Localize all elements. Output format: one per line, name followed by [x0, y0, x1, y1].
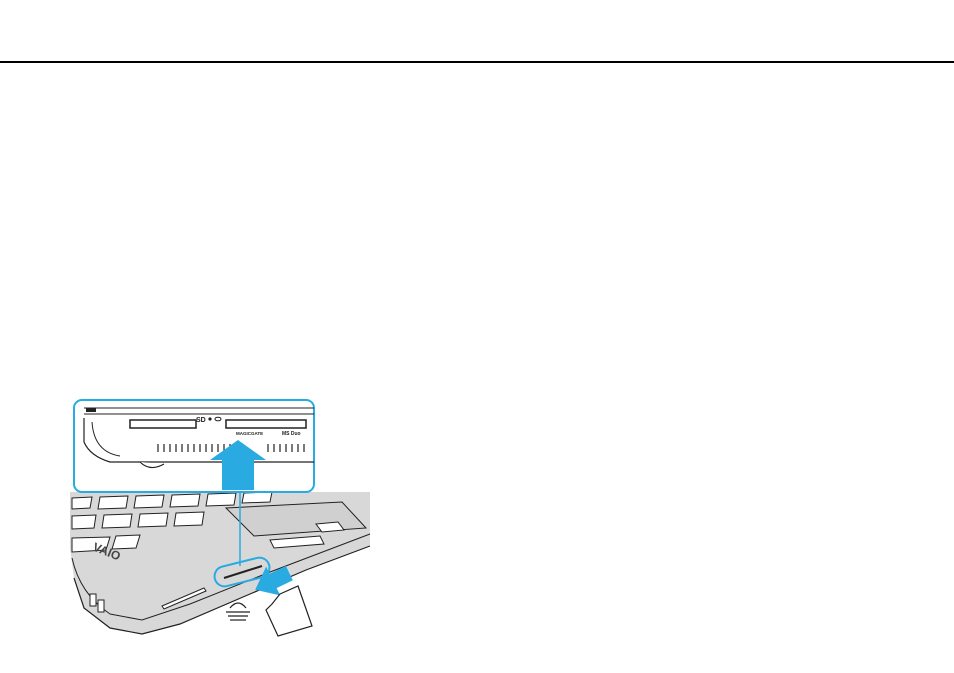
- ms-duo-label: MS Duo: [282, 431, 301, 437]
- zoom-callout: [74, 400, 314, 492]
- laptop-body: [70, 492, 370, 634]
- memory-stick-logo-icon: [226, 603, 250, 620]
- illustration-svg: VAIO: [70, 398, 376, 640]
- header-rule: [0, 61, 954, 63]
- memory-stick-port-label: MAGICGATE: [236, 431, 263, 436]
- memory-card-insertion-illustration: VAIO: [70, 398, 376, 640]
- sd-port-label: SD: [196, 417, 206, 424]
